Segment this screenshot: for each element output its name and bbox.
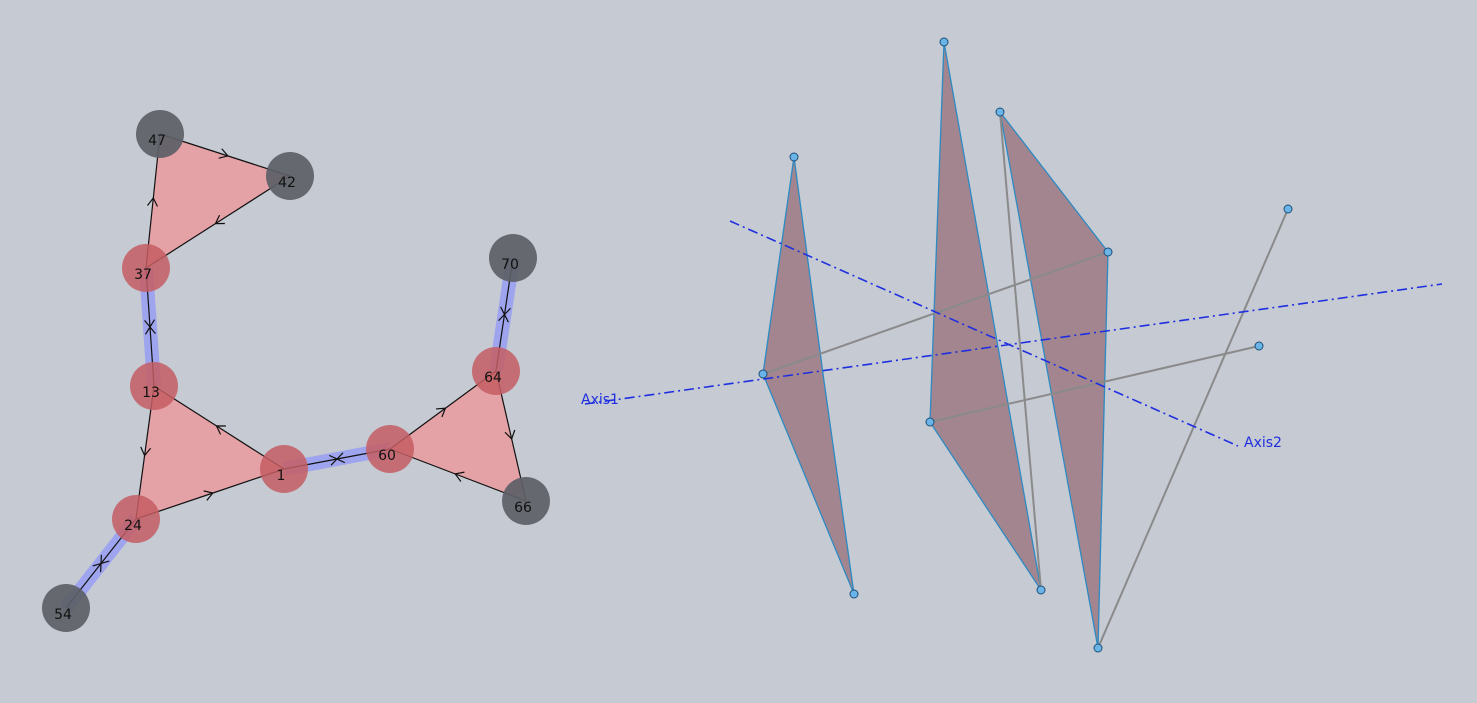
node-label: 54 (54, 607, 72, 623)
node-label: 66 (514, 500, 532, 516)
node-circle[interactable] (260, 445, 308, 493)
graph-node-70[interactable]: 70 (489, 234, 537, 282)
node-label: 47 (148, 133, 166, 149)
graph-node-60[interactable]: 60 (366, 425, 414, 473)
vertex-point[interactable] (1254, 341, 1264, 351)
sketch-view: Axis1 Axis2 (581, 37, 1443, 653)
node-circle[interactable] (472, 347, 520, 395)
axis1-line[interactable] (584, 283, 1443, 405)
node-label: 42 (278, 175, 296, 191)
node-circle[interactable] (502, 477, 550, 525)
construction-line[interactable] (929, 345, 1260, 423)
vertex-point[interactable] (939, 37, 949, 47)
graph-node-54[interactable]: 54 (42, 584, 90, 632)
axis1-label: Axis1 (581, 392, 619, 408)
axis2-line[interactable] (729, 220, 1239, 447)
node-label: 70 (501, 257, 519, 273)
vertex-point[interactable] (995, 107, 1005, 117)
vertex-point[interactable] (849, 589, 859, 599)
vertex-point[interactable] (1036, 585, 1046, 595)
graph-node-24[interactable]: 24 (112, 495, 160, 543)
construction-line[interactable] (999, 111, 1042, 591)
plane-1[interactable] (762, 156, 855, 595)
vertex-point[interactable] (1093, 643, 1103, 653)
graph-node-37[interactable]: 37 (122, 244, 170, 292)
node-circle[interactable] (122, 244, 170, 292)
node-label: 60 (378, 448, 396, 464)
directed-edge[interactable] (153, 385, 285, 470)
vertex-point[interactable] (1103, 247, 1113, 257)
node-circle[interactable] (112, 495, 160, 543)
axis2-label: Axis2 (1244, 435, 1282, 451)
construction-line[interactable] (762, 251, 1109, 375)
graph-diagram: 47 42 37 13 24 54 1 60 64 70 66 (42, 110, 550, 632)
directed-edge[interactable] (389, 448, 527, 502)
vertex-point[interactable] (925, 417, 935, 427)
node-circle[interactable] (366, 425, 414, 473)
node-label: 13 (142, 385, 160, 401)
graph-node-1[interactable]: 1 (260, 445, 308, 493)
vertex-point[interactable] (789, 152, 799, 162)
triangle-face (146, 134, 290, 268)
construction-line[interactable] (1097, 208, 1289, 649)
triangle-faces (136, 134, 526, 519)
plane-3[interactable] (999, 111, 1109, 649)
node-circle[interactable] (266, 152, 314, 200)
node-circle[interactable] (489, 234, 537, 282)
sketch-vertices (758, 37, 1293, 653)
triangle-face (390, 371, 526, 501)
vertex-point[interactable] (1283, 204, 1293, 214)
graph-node-42[interactable]: 42 (266, 152, 314, 200)
node-circle[interactable] (42, 584, 90, 632)
triangle-face (136, 386, 284, 519)
node-label: 37 (134, 267, 152, 283)
vertex-point[interactable] (758, 369, 768, 379)
graph-nodes: 47 42 37 13 24 54 1 60 64 70 66 (42, 110, 550, 632)
directed-edge[interactable] (135, 468, 285, 520)
node-label: 24 (124, 518, 142, 534)
plane-2[interactable] (929, 41, 1042, 591)
node-circle[interactable] (136, 110, 184, 158)
directed-edge[interactable] (145, 175, 291, 269)
node-label: 1 (277, 468, 286, 484)
graph-node-66[interactable]: 66 (502, 477, 550, 525)
graph-node-64[interactable]: 64 (472, 347, 520, 395)
graph-node-47[interactable]: 47 (136, 110, 184, 158)
node-label: 64 (484, 370, 502, 386)
graph-node-13[interactable]: 13 (130, 362, 178, 410)
node-circle[interactable] (130, 362, 178, 410)
